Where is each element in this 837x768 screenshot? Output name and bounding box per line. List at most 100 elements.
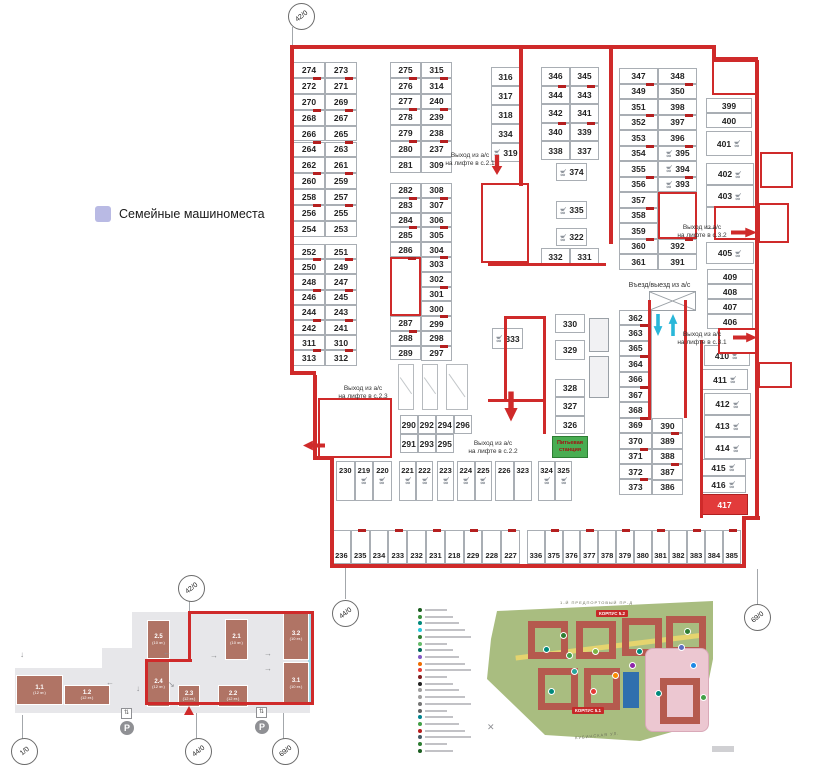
parking-spot[interactable]: 226 bbox=[495, 461, 514, 501]
parking-spot[interactable]: 292 bbox=[418, 415, 436, 434]
parking-spot[interactable]: 236 bbox=[332, 530, 351, 564]
parking-spot[interactable]: 411 bbox=[702, 369, 748, 390]
parking-spot[interactable]: 393 bbox=[658, 175, 697, 192]
parking-spot[interactable]: 237 bbox=[421, 140, 452, 157]
parking-spot[interactable]: 310 bbox=[325, 335, 357, 351]
parking-spot[interactable]: 403 bbox=[706, 185, 754, 207]
parking-spot[interactable]: 231 bbox=[426, 529, 445, 564]
parking-spot[interactable]: 254 bbox=[293, 221, 325, 237]
parking-spot[interactable]: 286 bbox=[390, 242, 421, 257]
parking-spot[interactable]: 352 bbox=[619, 113, 658, 130]
parking-spot[interactable]: 227 bbox=[501, 529, 520, 564]
parking-spot[interactable]: 241 bbox=[325, 318, 357, 336]
parking-spot[interactable]: 293 bbox=[418, 434, 436, 453]
parking-spot[interactable]: 344 bbox=[541, 84, 570, 105]
parking-spot[interactable]: 251 bbox=[325, 244, 357, 260]
parking-spot[interactable]: 378 bbox=[598, 530, 616, 564]
parking-spot[interactable]: 234 bbox=[369, 530, 389, 564]
parking-spot[interactable]: 280 bbox=[390, 140, 421, 157]
parking-spot[interactable]: 284 bbox=[390, 212, 421, 228]
parking-spot[interactable]: 304 bbox=[421, 242, 452, 257]
parking-spot[interactable]: 330 bbox=[555, 314, 585, 333]
parking-spot[interactable]: 246 bbox=[293, 288, 325, 305]
parking-spot[interactable]: 270 bbox=[293, 93, 325, 110]
parking-spot[interactable]: 370 bbox=[619, 433, 652, 449]
parking-spot[interactable]: 301 bbox=[421, 285, 452, 302]
parking-spot[interactable]: 364 bbox=[619, 355, 652, 372]
parking-spot[interactable]: 276 bbox=[390, 76, 421, 94]
parking-spot[interactable]: 338 bbox=[541, 141, 570, 160]
parking-spot[interactable]: 343 bbox=[570, 84, 599, 105]
parking-spot[interactable]: 365 bbox=[619, 340, 652, 357]
parking-spot[interactable]: 233 bbox=[388, 529, 408, 564]
parking-spot[interactable]: 383 bbox=[687, 529, 705, 564]
parking-spot[interactable]: 300 bbox=[421, 301, 452, 317]
parking-spot[interactable]: 287 bbox=[390, 316, 421, 331]
parking-spot[interactable]: 409 bbox=[707, 269, 753, 284]
parking-spot[interactable]: 248 bbox=[293, 274, 325, 290]
parking-spot[interactable]: 371 bbox=[619, 447, 652, 464]
parking-spot[interactable]: 253 bbox=[325, 221, 357, 237]
parking-spot[interactable]: 313 bbox=[293, 349, 325, 366]
parking-spot[interactable]: 260 bbox=[293, 172, 325, 190]
parking-spot[interactable]: 412 bbox=[704, 393, 751, 415]
parking-spot[interactable]: 341 bbox=[570, 104, 599, 123]
parking-spot[interactable]: 355 bbox=[619, 161, 658, 177]
parking-spot[interactable]: 322 bbox=[556, 228, 587, 246]
parking-spot[interactable]: 296 bbox=[454, 415, 472, 434]
parking-spot[interactable]: 312 bbox=[325, 349, 357, 366]
parking-spot[interactable]: 291 bbox=[400, 434, 418, 453]
parking-spot[interactable]: 396 bbox=[658, 130, 697, 146]
parking-spot[interactable]: 250 bbox=[293, 258, 325, 275]
parking-spot[interactable]: 356 bbox=[619, 175, 658, 192]
parking-spot[interactable]: 340 bbox=[541, 121, 570, 142]
parking-spot[interactable]: 399 bbox=[706, 98, 752, 113]
parking-spot[interactable]: 298 bbox=[421, 331, 452, 346]
parking-spot[interactable]: 238 bbox=[421, 125, 452, 141]
parking-spot[interactable]: 305 bbox=[421, 226, 452, 243]
parking-spot[interactable]: 367 bbox=[619, 385, 652, 403]
parking-spot[interactable]: 416 bbox=[701, 476, 746, 493]
parking-spot[interactable]: 337 bbox=[570, 141, 599, 160]
parking-spot[interactable]: 400 bbox=[706, 113, 752, 128]
parking-spot[interactable]: 299 bbox=[421, 315, 452, 331]
parking-spot[interactable]: 357 bbox=[619, 192, 658, 208]
parking-spot[interactable]: 354 bbox=[619, 144, 658, 161]
parking-spot[interactable]: 273 bbox=[325, 62, 357, 78]
parking-spot[interactable]: 323 bbox=[513, 461, 532, 501]
parking-spot[interactable]: 263 bbox=[325, 140, 357, 158]
parking-spot[interactable]: 362 bbox=[619, 310, 652, 326]
parking-spot[interactable]: 259 bbox=[325, 172, 357, 190]
parking-spot[interactable]: 228 bbox=[482, 530, 502, 564]
parking-spot[interactable]: 218 bbox=[444, 530, 464, 564]
parking-spot[interactable]: 308 bbox=[421, 183, 452, 198]
parking-spot[interactable]: 258 bbox=[293, 189, 325, 206]
parking-spot[interactable]: 361 bbox=[619, 254, 658, 270]
parking-spot[interactable]: 262 bbox=[293, 157, 325, 174]
parking-spot[interactable]: 316 bbox=[491, 67, 520, 86]
parking-spot[interactable]: 333 bbox=[492, 328, 523, 349]
parking-spot[interactable]: 269 bbox=[325, 93, 357, 110]
parking-spot[interactable]: 318 bbox=[491, 105, 520, 124]
parking-spot[interactable]: 278 bbox=[390, 108, 421, 126]
parking-spot[interactable]: 359 bbox=[619, 223, 658, 239]
section-2.3[interactable]: 2.3(12 эт.) bbox=[178, 685, 200, 707]
parking-spot[interactable]: 394 bbox=[658, 161, 697, 177]
parking-spot[interactable]: 271 bbox=[325, 76, 357, 94]
parking-spot[interactable]: 317 bbox=[491, 86, 520, 105]
parking-spot[interactable]: 373 bbox=[619, 478, 652, 495]
parking-spot[interactable]: 328 bbox=[555, 379, 585, 398]
parking-spot[interactable]: 249 bbox=[325, 258, 357, 275]
section-3.1[interactable]: 3.1(10 эт.) bbox=[283, 662, 309, 705]
parking-spot[interactable]: 351 bbox=[619, 99, 658, 115]
parking-spot[interactable]: 401 bbox=[706, 131, 752, 156]
parking-spot[interactable]: 385 bbox=[722, 529, 741, 564]
parking-spot[interactable]: 377 bbox=[580, 529, 599, 564]
parking-spot[interactable]: 339 bbox=[570, 121, 599, 142]
parking-spot[interactable]: 327 bbox=[555, 397, 585, 416]
parking-spot[interactable]: 239 bbox=[421, 108, 452, 126]
parking-spot[interactable]: 266 bbox=[293, 125, 325, 142]
parking-spot[interactable]: 279 bbox=[390, 125, 421, 141]
parking-spot[interactable]: 358 bbox=[619, 206, 658, 223]
parking-spot[interactable]: 302 bbox=[421, 271, 452, 287]
